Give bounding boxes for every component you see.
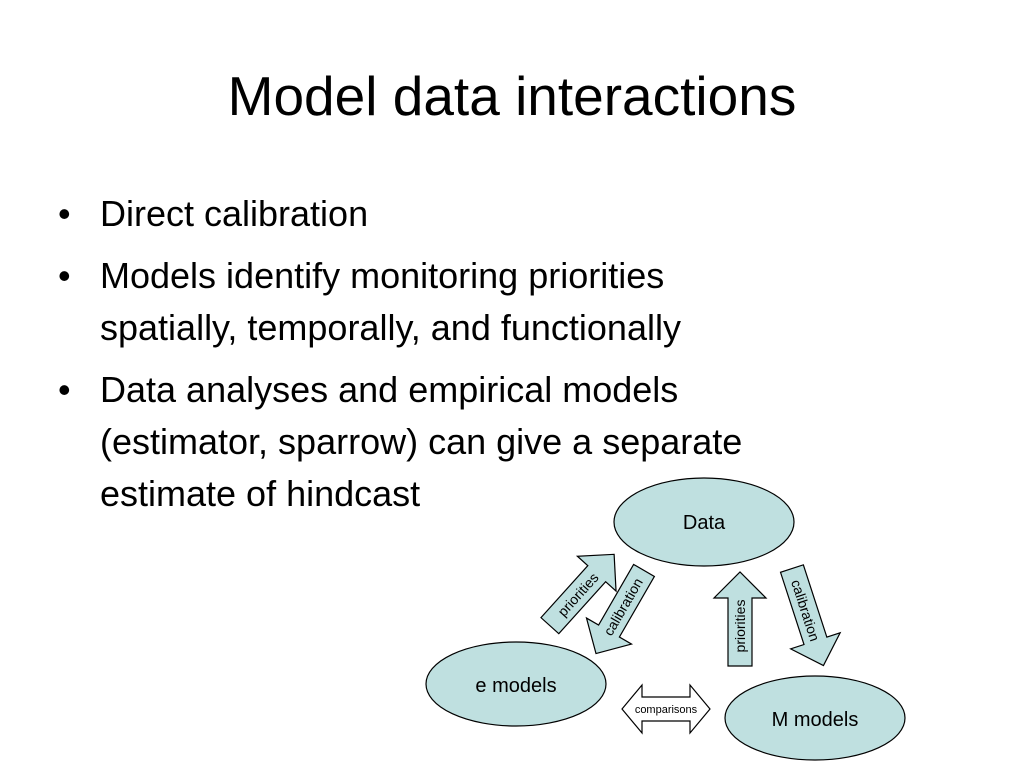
bullet-line: spatially, temporally, and functionally [100,307,681,348]
bullet-dot: • [58,255,71,296]
bullet-line: Data analyses and empirical models [100,369,679,410]
data-node: Data [613,477,795,567]
bullet-line: (estimator, sparrow) can give a separate [100,421,743,462]
calibration-arrow-left-shape [585,563,656,655]
bullet-item: • Direct calibration [58,188,958,240]
bullet-item: • Models identify monitoring priorities … [58,250,958,354]
comparisons-arrow: comparisons [621,683,711,735]
comparisons-arrow-shape [621,683,711,735]
data-node-label: Data [683,512,726,534]
priorities-arrow-right-label: priorities [732,600,748,653]
priorities-arrow-right-shape [712,571,768,667]
bullet-list: • Direct calibration • Models identify m… [58,188,958,530]
e-models-node: e models [425,641,607,727]
comparisons-arrow-label: comparisons [635,704,698,716]
bullet-dot: • [58,369,71,410]
calibration-arrow-right: calibration [779,564,842,667]
m-models-node-shape [724,675,906,761]
e-models-node-label: e models [475,675,556,697]
data-node-shape [613,477,795,567]
bullet-line: estimate of hindcast [100,473,421,514]
slide-title: Model data interactions [227,65,797,127]
e-models-node-shape [425,641,607,727]
m-models-node: M models [724,675,906,761]
bullet-dot: • [58,193,71,234]
bullet-line: Direct calibration [100,193,369,234]
bullet-line: Models identify monitoring priorities [100,255,665,296]
m-models-node-label: M models [772,709,859,731]
bullet-item: • Data analyses and empirical models (es… [58,364,958,520]
calibration-arrow-right-shape [779,564,842,667]
priorities-arrow-right: priorities [712,571,768,667]
priorities-arrow-left-shape [540,553,617,635]
